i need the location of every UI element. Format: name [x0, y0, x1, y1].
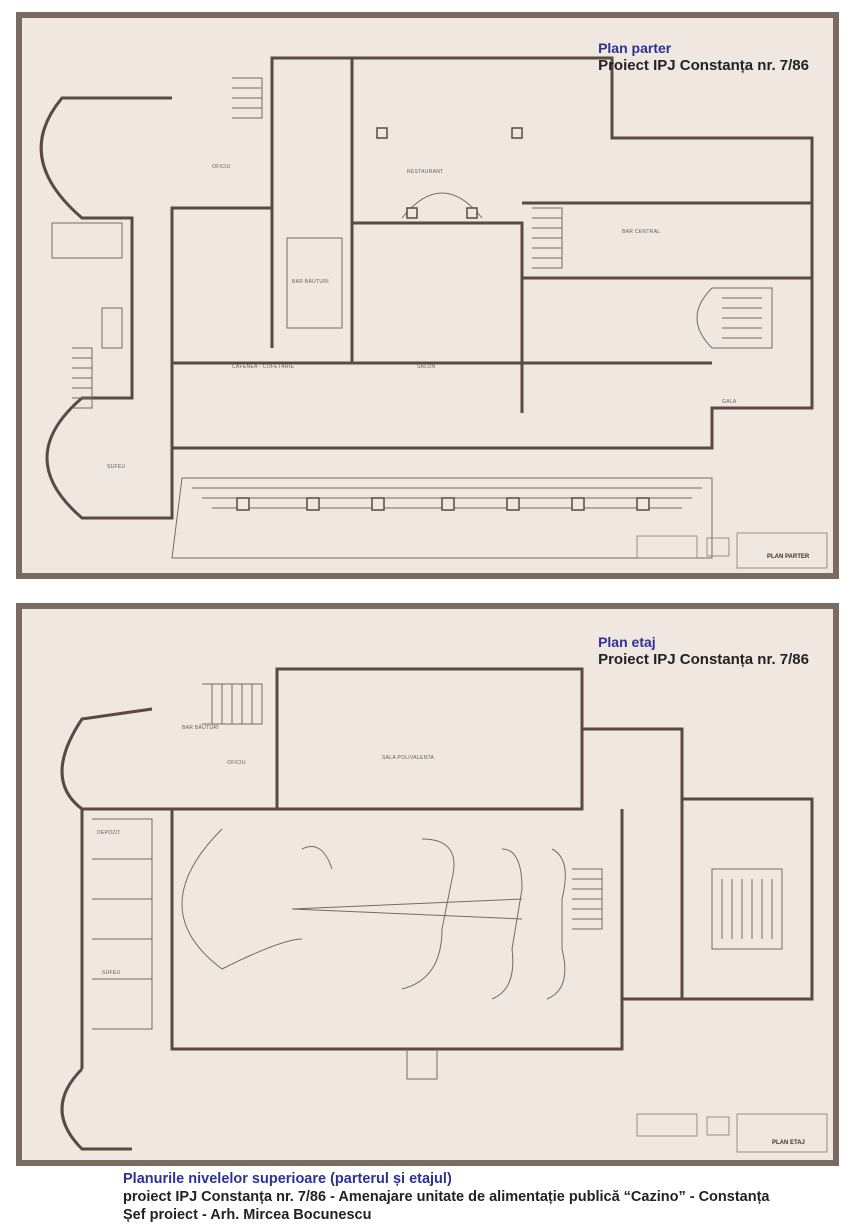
title-block-label: PLAN PARTER — [767, 554, 810, 560]
room-label: BAR BĂUTURI — [292, 278, 329, 285]
upper-floor-plan-sheet: SALA POLIVALENTA BAR BĂUTURI OFICIU SUFE… — [16, 603, 839, 1166]
room-label: OFICIU — [212, 164, 231, 170]
room-label: SALON — [417, 364, 436, 370]
room-label: SUFEU — [102, 970, 121, 976]
caption-project: proiect IPJ Constanța nr. 7/86 - Amenaja… — [123, 1189, 770, 1205]
ground-floor-plan-sheet: RESTAURANT SALON CAFENEA - COFETĂRIE BAR… — [16, 12, 839, 579]
room-label: OFICIU — [227, 760, 246, 766]
ground-floor-subtitle: Proiect IPJ Constanța nr. 7/86 — [598, 57, 809, 74]
room-label: BAR CENTRAL — [622, 229, 660, 235]
caption-title: Planurile nivelelor superioare (parterul… — [123, 1171, 452, 1187]
room-label: RESTAURANT — [407, 169, 444, 175]
document-caption: Planurile nivelelor superioare (parterul… — [123, 1170, 769, 1224]
title-block-label: PLAN ETAJ — [772, 1140, 805, 1146]
ground-floor-title: Plan parter — [598, 40, 672, 56]
ground-floor-plan-drawing: RESTAURANT SALON CAFENEA - COFETĂRIE BAR… — [39, 56, 828, 569]
room-label: CAFENEA - COFETĂRIE — [232, 363, 294, 370]
caption-author: Șef proiect - Arh. Mircea Bocunescu — [123, 1207, 372, 1223]
upper-floor-subtitle: Proiect IPJ Constanța nr. 7/86 — [598, 651, 809, 668]
ground-floor-caption: Plan parter Proiect IPJ Constanța nr. 7/… — [598, 40, 809, 74]
upper-floor-plan-drawing: SALA POLIVALENTA BAR BĂUTURI OFICIU SUFE… — [60, 667, 828, 1153]
room-label: DEPOZIT — [97, 830, 121, 836]
upper-floor-title: Plan etaj — [598, 634, 656, 650]
room-label: SALA POLIVALENTA — [382, 755, 435, 761]
room-label: GALA — [722, 399, 737, 405]
room-label: SUFEU — [107, 464, 126, 470]
upper-floor-caption: Plan etaj Proiect IPJ Constanța nr. 7/86 — [598, 634, 809, 668]
room-label: BAR BĂUTURI — [182, 724, 219, 731]
